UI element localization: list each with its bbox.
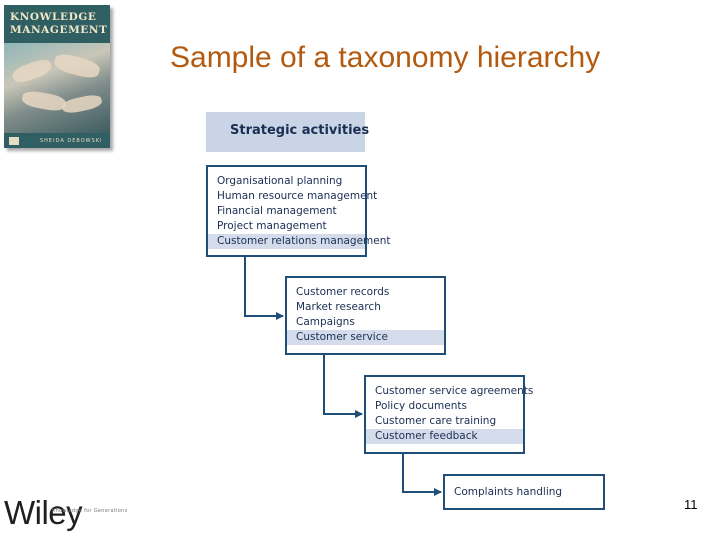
taxonomy-item-selected[interactable]: Customer feedback: [366, 429, 523, 444]
taxonomy-item[interactable]: Customer service agreements: [375, 385, 534, 397]
taxonomy-item[interactable]: Policy documents: [375, 400, 467, 412]
taxonomy-item[interactable]: Human resource management: [217, 190, 378, 202]
connector-1: [244, 257, 284, 320]
book-title: KNOWLEDGE MANAGEMENT: [10, 11, 108, 36]
connector-2: [323, 355, 363, 418]
taxonomy-item[interactable]: Project management: [217, 220, 327, 232]
taxonomy-level-3-box: Customer service agreements Policy docum…: [364, 375, 534, 454]
page-number: 11: [684, 497, 698, 512]
publisher-logo-icon: [9, 137, 19, 145]
book-author: SHEIDA DEBOWSKI: [40, 138, 103, 144]
connector-3: [402, 454, 442, 496]
book-cover: KNOWLEDGE MANAGEMENT SHEIDA DEBOWSKI: [4, 5, 110, 148]
taxonomy-item-selected[interactable]: Customer relations management: [208, 234, 391, 249]
taxonomy-level-1-box: Organisational planning Human resource m…: [206, 165, 391, 257]
wiley-tagline: Knowledge for Generations: [52, 508, 128, 514]
taxonomy-item[interactable]: Financial management: [217, 205, 337, 217]
taxonomy-level-2-box: Customer records Market research Campaig…: [285, 276, 446, 355]
taxonomy-level-4-box: Complaints handling: [443, 474, 605, 510]
taxonomy-item[interactable]: Market research: [296, 301, 381, 313]
slide-title: Sample of a taxonomy hierarchy: [170, 41, 601, 74]
taxonomy-item[interactable]: Customer care training: [375, 415, 497, 427]
taxonomy-item-selected[interactable]: Customer service: [287, 330, 444, 345]
wiley-logo: Wiley: [4, 494, 83, 531]
taxonomy-header: Strategic activities: [206, 112, 369, 152]
book-cover-image: [4, 43, 110, 133]
taxonomy-item[interactable]: Organisational planning: [217, 175, 343, 187]
taxonomy-item[interactable]: Campaigns: [296, 316, 355, 328]
taxonomy-item[interactable]: Complaints handling: [454, 486, 563, 498]
taxonomy-item[interactable]: Customer records: [296, 286, 390, 298]
